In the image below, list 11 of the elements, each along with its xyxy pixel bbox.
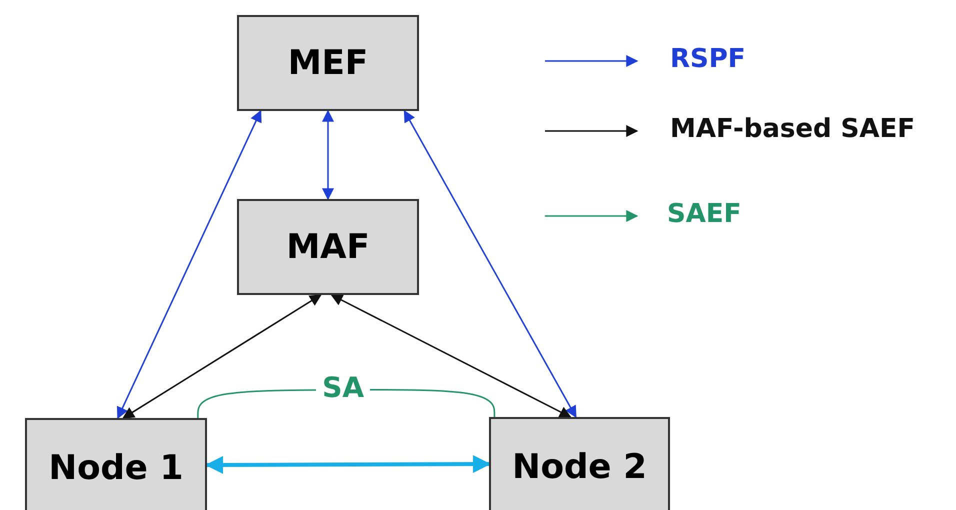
legend-label: MAF-based SAEF <box>670 116 916 142</box>
process-box <box>237 199 419 295</box>
process-box <box>237 15 419 111</box>
process-box <box>25 418 207 510</box>
legend-label: SAEF <box>667 201 742 227</box>
legend-label: RSPF <box>670 46 746 72</box>
node-label: Node 2 <box>512 447 647 487</box>
node-label: Node 1 <box>48 448 184 488</box>
node-label: MAF <box>286 227 370 267</box>
node-label: MEF <box>288 43 368 83</box>
process-box <box>489 417 670 510</box>
